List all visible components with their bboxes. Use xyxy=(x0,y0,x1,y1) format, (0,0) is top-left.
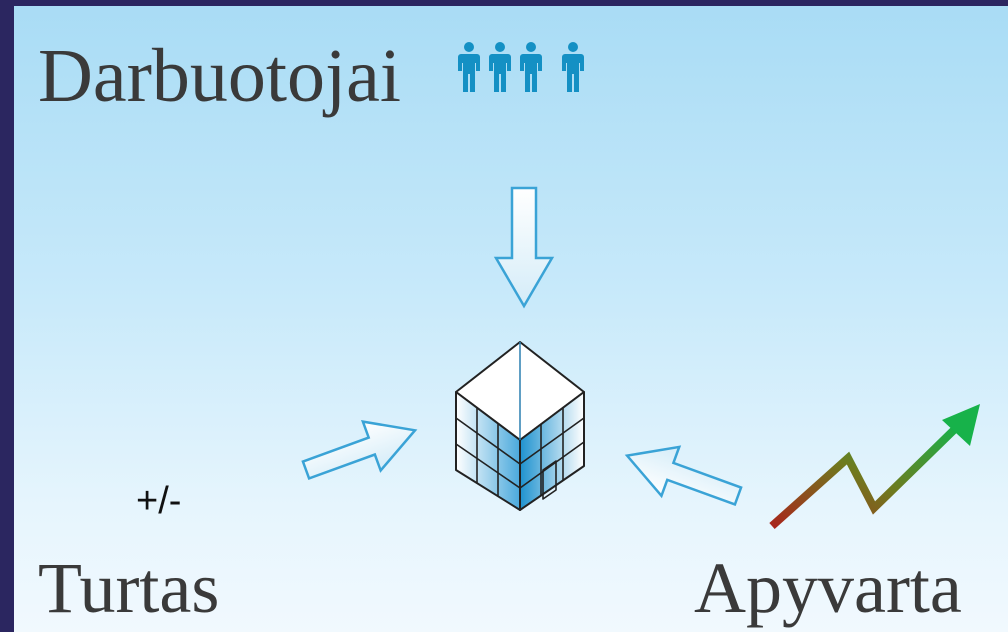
arrow-down-icon xyxy=(493,186,555,309)
people-icon xyxy=(458,42,584,92)
arrow-left-icon xyxy=(624,445,743,507)
trend-up-arrow-icon xyxy=(769,404,980,529)
turnover-label: Apyvarta xyxy=(694,548,962,628)
arrow-right-icon xyxy=(301,420,418,481)
assets-label: Turtas xyxy=(38,548,220,628)
employees-label: Darbuotojai xyxy=(38,34,402,118)
slide-panel xyxy=(14,6,1008,632)
building-icon xyxy=(455,341,585,511)
plus-minus-label: +/- xyxy=(136,480,182,522)
